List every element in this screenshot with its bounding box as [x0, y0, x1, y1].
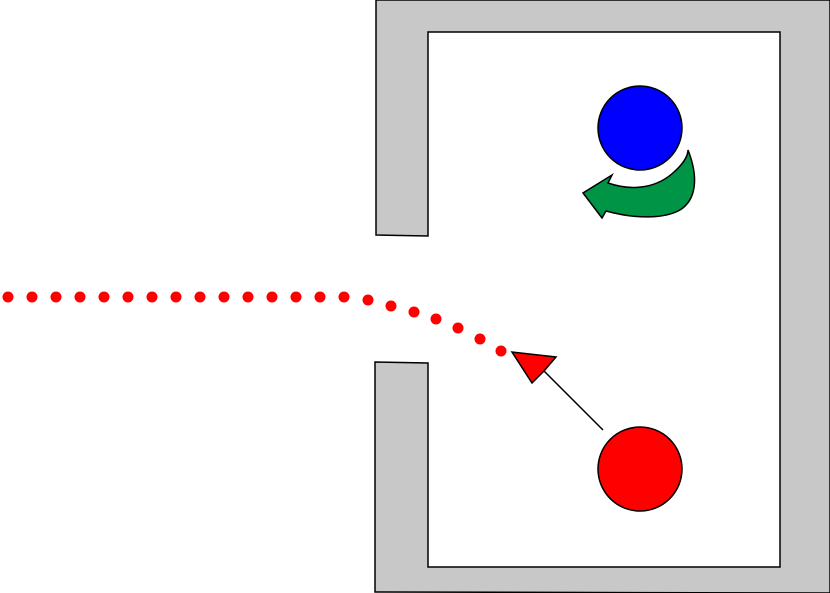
- trail-dot: [74, 291, 86, 303]
- trail-dot: [385, 300, 397, 312]
- trail-dot: [218, 291, 230, 303]
- trail-dot: [194, 291, 206, 303]
- trail-dot: [26, 291, 38, 303]
- room-walls: [374, 0, 830, 593]
- blue-ball: [597, 85, 683, 171]
- trail-dot: [98, 291, 110, 303]
- trail-dot: [314, 291, 326, 303]
- trail-dot: [495, 345, 507, 357]
- trail-dot: [452, 322, 464, 334]
- trail-dot: [474, 333, 486, 345]
- trail-dot: [122, 291, 134, 303]
- movement-arrow-icon: [510, 351, 604, 431]
- trail-dot: [146, 291, 158, 303]
- trail-dot: [170, 291, 182, 303]
- trail-dot: [338, 291, 350, 303]
- trail-dot: [408, 306, 420, 318]
- trail-dot: [290, 291, 302, 303]
- trail-dot: [242, 291, 254, 303]
- red-ball: [597, 426, 683, 512]
- trail-dot: [50, 291, 62, 303]
- trail-dot: [362, 294, 374, 306]
- rotation-arrow-icon: [581, 149, 696, 220]
- dotted-trail: [2, 291, 507, 357]
- trail-dot: [2, 291, 14, 303]
- trail-dot: [266, 291, 278, 303]
- trail-dot: [430, 313, 442, 325]
